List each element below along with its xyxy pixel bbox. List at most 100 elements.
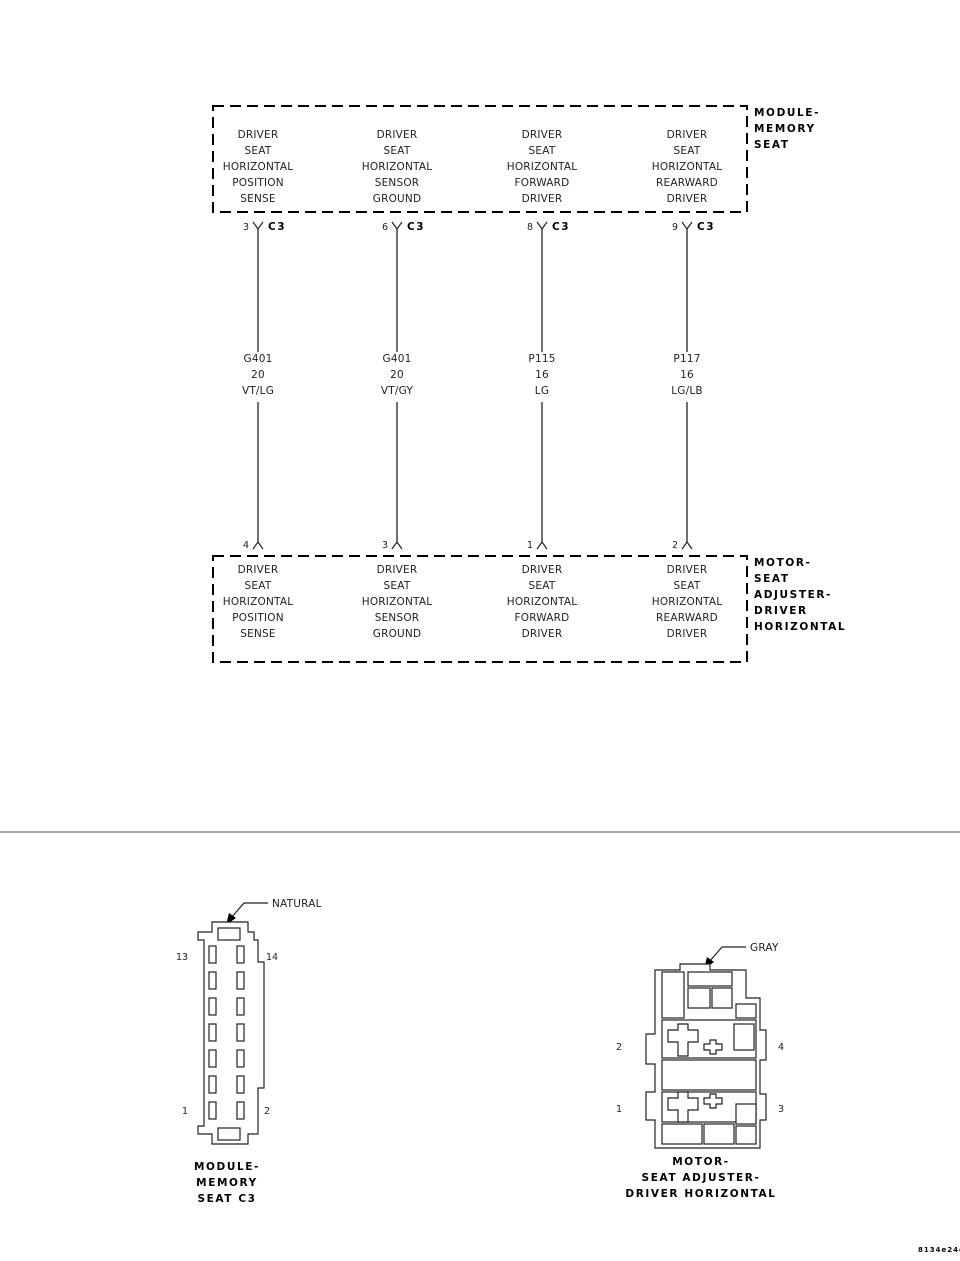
connector-caption-line-3: SEAT C3 (197, 1193, 256, 1205)
connector-caption-line-1: MODULE- (194, 1161, 260, 1173)
svg-text:DRIVER: DRIVER (667, 193, 708, 205)
svg-text:ADJUSTER-: ADJUSTER- (754, 589, 832, 601)
connector-caption-line-2: SEAT ADJUSTER- (642, 1172, 761, 1184)
svg-text:HORIZONTAL: HORIZONTAL (362, 596, 433, 608)
female-terminal-icon (536, 221, 548, 231)
wire-gauge: 16 (680, 369, 694, 381)
svg-text:SEAT: SEAT (384, 145, 411, 157)
wire-gauge: 16 (535, 369, 549, 381)
wire-gauge: 20 (251, 369, 265, 381)
svg-text:SEAT: SEAT (529, 580, 556, 592)
svg-text:HORIZONTAL: HORIZONTAL (223, 596, 294, 608)
connector-c3-label: C3 (268, 221, 286, 233)
connector-caption-line-1: MOTOR- (672, 1156, 730, 1168)
svg-text:SEAT: SEAT (674, 580, 701, 592)
male-terminal-icon (391, 540, 403, 550)
pin-label-3: 3 (778, 1104, 784, 1115)
svg-text:SEAT: SEAT (754, 139, 790, 151)
svg-text:GROUND: GROUND (373, 628, 422, 640)
leader-arrow-icon (708, 946, 746, 963)
terminal-cavity (667, 1091, 699, 1123)
svg-text:SEAT: SEAT (245, 580, 272, 592)
male-terminal-icon (536, 540, 548, 550)
wire-color: VT/GY (381, 385, 414, 397)
wire-color: VT/LG (242, 385, 274, 397)
motor-seat-adjuster-box (212, 555, 748, 663)
female-terminal-icon (681, 221, 693, 231)
svg-text:GROUND: GROUND (373, 193, 422, 205)
svg-text:FORWARD: FORWARD (515, 612, 570, 624)
module-memory-seat-box (212, 105, 748, 213)
svg-text:DRIVER: DRIVER (667, 628, 708, 640)
svg-text:HORIZONTAL: HORIZONTAL (652, 596, 723, 608)
connector-body (197, 921, 265, 1145)
svg-text:DRIVER: DRIVER (522, 628, 563, 640)
motor-pin-number: 4 (243, 540, 249, 551)
svg-text:SENSE: SENSE (240, 628, 275, 640)
svg-text:SEAT: SEAT (674, 145, 701, 157)
male-terminal-icon (681, 540, 693, 550)
motor-function-label: DRIVER SEAT HORIZONTAL REARWARD DRIVER (652, 564, 723, 640)
figure-id: 8134e24e (918, 1246, 960, 1254)
svg-text:SENSOR: SENSOR (375, 177, 420, 189)
svg-text:MEMORY: MEMORY (754, 123, 816, 135)
svg-text:DRIVER: DRIVER (667, 564, 708, 576)
circuit-p115-lg: DRIVER SEAT HORIZONTAL FORWARD DRIVER 8 … (507, 129, 578, 640)
svg-text:DRIVER: DRIVER (377, 129, 418, 141)
wire-circuit-id: P117 (673, 353, 700, 365)
circuit-p117-lg-lb: DRIVER SEAT HORIZONTAL REARWARD DRIVER 9… (652, 129, 723, 640)
svg-text:DRIVER: DRIVER (754, 605, 808, 617)
pin-label-4: 4 (778, 1042, 784, 1053)
motor-function-label: DRIVER SEAT HORIZONTAL SENSOR GROUND (362, 564, 433, 640)
motor-pin-number: 2 (672, 540, 678, 551)
svg-text:DRIVER: DRIVER (522, 564, 563, 576)
svg-text:SENSE: SENSE (240, 193, 275, 205)
latch-bottom (217, 1127, 241, 1141)
terminal-cavity (667, 1023, 699, 1057)
svg-text:REARWARD: REARWARD (656, 177, 718, 189)
pin-label-14: 14 (266, 952, 278, 963)
motor-label: MOTOR- SEAT ADJUSTER- DRIVER HORIZONTAL (754, 557, 846, 633)
svg-text:MOTOR-: MOTOR- (754, 557, 812, 569)
svg-text:SEAT: SEAT (529, 145, 556, 157)
pin-label-2: 2 (616, 1042, 622, 1053)
module-label: MODULE- MEMORY SEAT (754, 107, 820, 151)
terminal-cavity (703, 1093, 723, 1109)
module-function-label: DRIVER SEAT HORIZONTAL REARWARD DRIVER (652, 129, 723, 205)
circuit-g401-vt-gy: DRIVER SEAT HORIZONTAL SENSOR GROUND 6 C… (362, 129, 433, 640)
motor-function-label: DRIVER SEAT HORIZONTAL FORWARD DRIVER (507, 564, 577, 640)
wire-gauge: 20 (390, 369, 404, 381)
module-function-label: DRIVER SEAT HORIZONTAL FORWARD DRIVER (507, 129, 578, 205)
motor-function-label: DRIVER SEAT HORIZONTAL POSITION SENSE (223, 564, 294, 640)
svg-text:HORIZONTAL: HORIZONTAL (754, 621, 846, 633)
wire-color: LG/LB (671, 385, 703, 397)
pin-label-1: 1 (616, 1104, 622, 1115)
svg-text:POSITION: POSITION (232, 177, 284, 189)
connector-c3-label: C3 (407, 221, 425, 233)
svg-text:DRIVER: DRIVER (377, 564, 418, 576)
module-function-label: DRIVER SEAT HORIZONTAL POSITION SENSE (223, 129, 294, 205)
svg-text:FORWARD: FORWARD (515, 177, 570, 189)
svg-text:HORIZONTAL: HORIZONTAL (507, 161, 578, 173)
svg-text:DRIVER: DRIVER (238, 564, 279, 576)
module-pin-number: 9 (672, 222, 678, 233)
module-pin-number: 3 (243, 222, 249, 233)
module-pin-number: 8 (527, 222, 533, 233)
svg-text:HORIZONTAL: HORIZONTAL (652, 161, 723, 173)
svg-text:DRIVER: DRIVER (238, 129, 279, 141)
connector-c3-label: C3 (552, 221, 570, 233)
svg-text:POSITION: POSITION (232, 612, 284, 624)
connector-color-label: GRAY (750, 942, 779, 954)
pin-label-1: 1 (182, 1106, 188, 1117)
female-terminal-icon (252, 221, 264, 231)
svg-text:HORIZONTAL: HORIZONTAL (223, 161, 294, 173)
module-memory-seat-c3-connector-view: NATURAL 13 14 1 2 MODULE- MEMORY SEAT C3 (176, 898, 322, 1205)
wire-color: LG (535, 385, 549, 397)
wire-circuit-id: P115 (528, 353, 555, 365)
pin-label-2: 2 (264, 1106, 270, 1117)
leader-arrow-icon (230, 902, 268, 919)
connector-color-label: NATURAL (272, 898, 322, 910)
svg-text:MODULE-: MODULE- (754, 107, 820, 119)
latch (217, 927, 241, 941)
